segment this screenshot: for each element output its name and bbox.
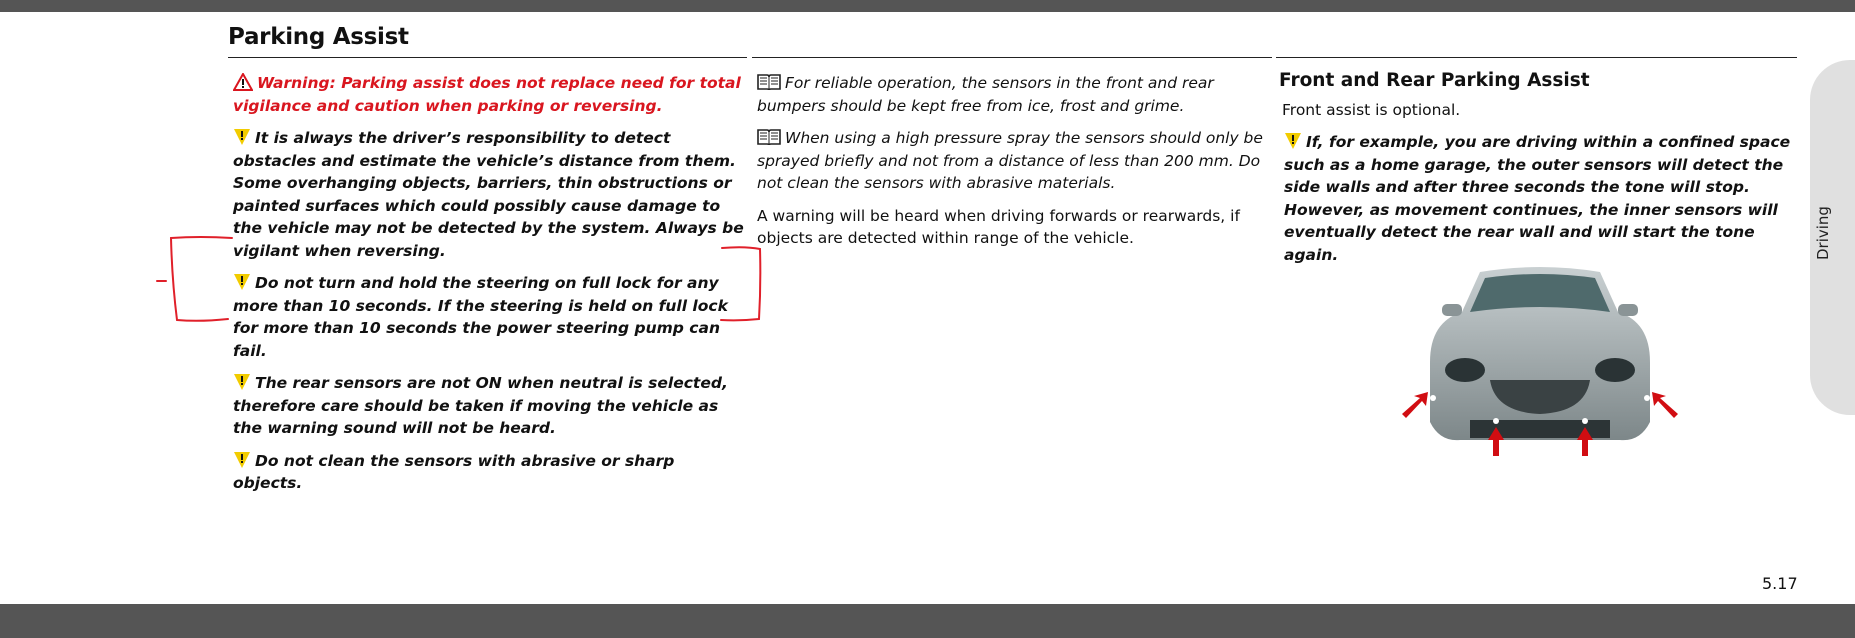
body-paragraph: A warning will be heard when driving for…: [757, 206, 1240, 248]
column-2: For reliable operation, the sensors in t…: [757, 72, 1267, 260]
sensor-arrow-icons: [1402, 392, 1678, 456]
caution-icon: [234, 374, 250, 390]
caution-paragraph: The rear sensors are not ON when neutral…: [233, 372, 745, 440]
caution-text: It is always the driver’s responsibility…: [233, 129, 744, 260]
caution-text: The rear sensors are not ON when neutral…: [233, 374, 728, 437]
caution-icon: [234, 451, 250, 468]
caution-text: If, for example, you are driving within …: [1284, 133, 1791, 264]
book-icon: [757, 74, 781, 91]
caution-paragraph: It is always the driver’s responsibility…: [233, 127, 745, 262]
mirror-right: [1618, 304, 1638, 316]
page-number: 5.17: [1762, 574, 1798, 593]
note-paragraph: For reliable operation, the sensors in t…: [757, 72, 1267, 117]
book-icon: [757, 129, 781, 146]
warning-text: Warning: Parking assist does not replace…: [233, 74, 741, 115]
divider: [752, 57, 1272, 58]
caution-icon: [234, 274, 250, 290]
section-heading: Front and Rear Parking Assist: [1279, 70, 1590, 91]
caution-text: Do not turn and hold the steering on ful…: [233, 274, 728, 360]
viewer-bottom-bar: [0, 604, 1855, 638]
lower-intake: [1470, 420, 1610, 438]
caution-text: Do not clean the sensors with abrasive o…: [233, 451, 675, 493]
headlight-right: [1595, 358, 1635, 382]
mirror-left: [1442, 304, 1462, 316]
divider: [228, 57, 747, 58]
grille: [1490, 380, 1590, 414]
caution-icon: [234, 129, 250, 145]
note-text: When using a high pressure spray the sen…: [757, 129, 1263, 192]
windscreen: [1470, 274, 1610, 312]
headlight-left: [1445, 358, 1485, 382]
column-1: Warning: Parking assist does not replace…: [233, 72, 745, 505]
column-3: Front and Rear Parking Assist Front assi…: [1279, 70, 1794, 276]
car-body: [1430, 267, 1650, 441]
body-paragraph: Front assist is optional.: [1282, 100, 1461, 119]
car-sensor-illustration: [1402, 267, 1678, 456]
page-title: Parking Assist: [228, 24, 409, 50]
caution-icon: [1285, 133, 1301, 149]
note-paragraph: When using a high pressure spray the sen…: [757, 127, 1267, 195]
sensor-dots: [1430, 395, 1650, 424]
tab-label: Driving: [1814, 206, 1832, 260]
caution-paragraph: If, for example, you are driving within …: [1284, 131, 1794, 266]
caution-paragraph: Do not turn and hold the steering on ful…: [233, 272, 745, 362]
note-text: For reliable operation, the sensors in t…: [757, 74, 1214, 115]
warning-paragraph: Warning: Parking assist does not replace…: [233, 72, 745, 117]
viewer-top-bar: [0, 0, 1855, 12]
section-tab-driving[interactable]: Driving: [1810, 60, 1855, 415]
warning-triangle-icon: [233, 73, 253, 91]
divider: [1276, 57, 1797, 58]
caution-paragraph: Do not clean the sensors with abrasive o…: [233, 450, 745, 495]
